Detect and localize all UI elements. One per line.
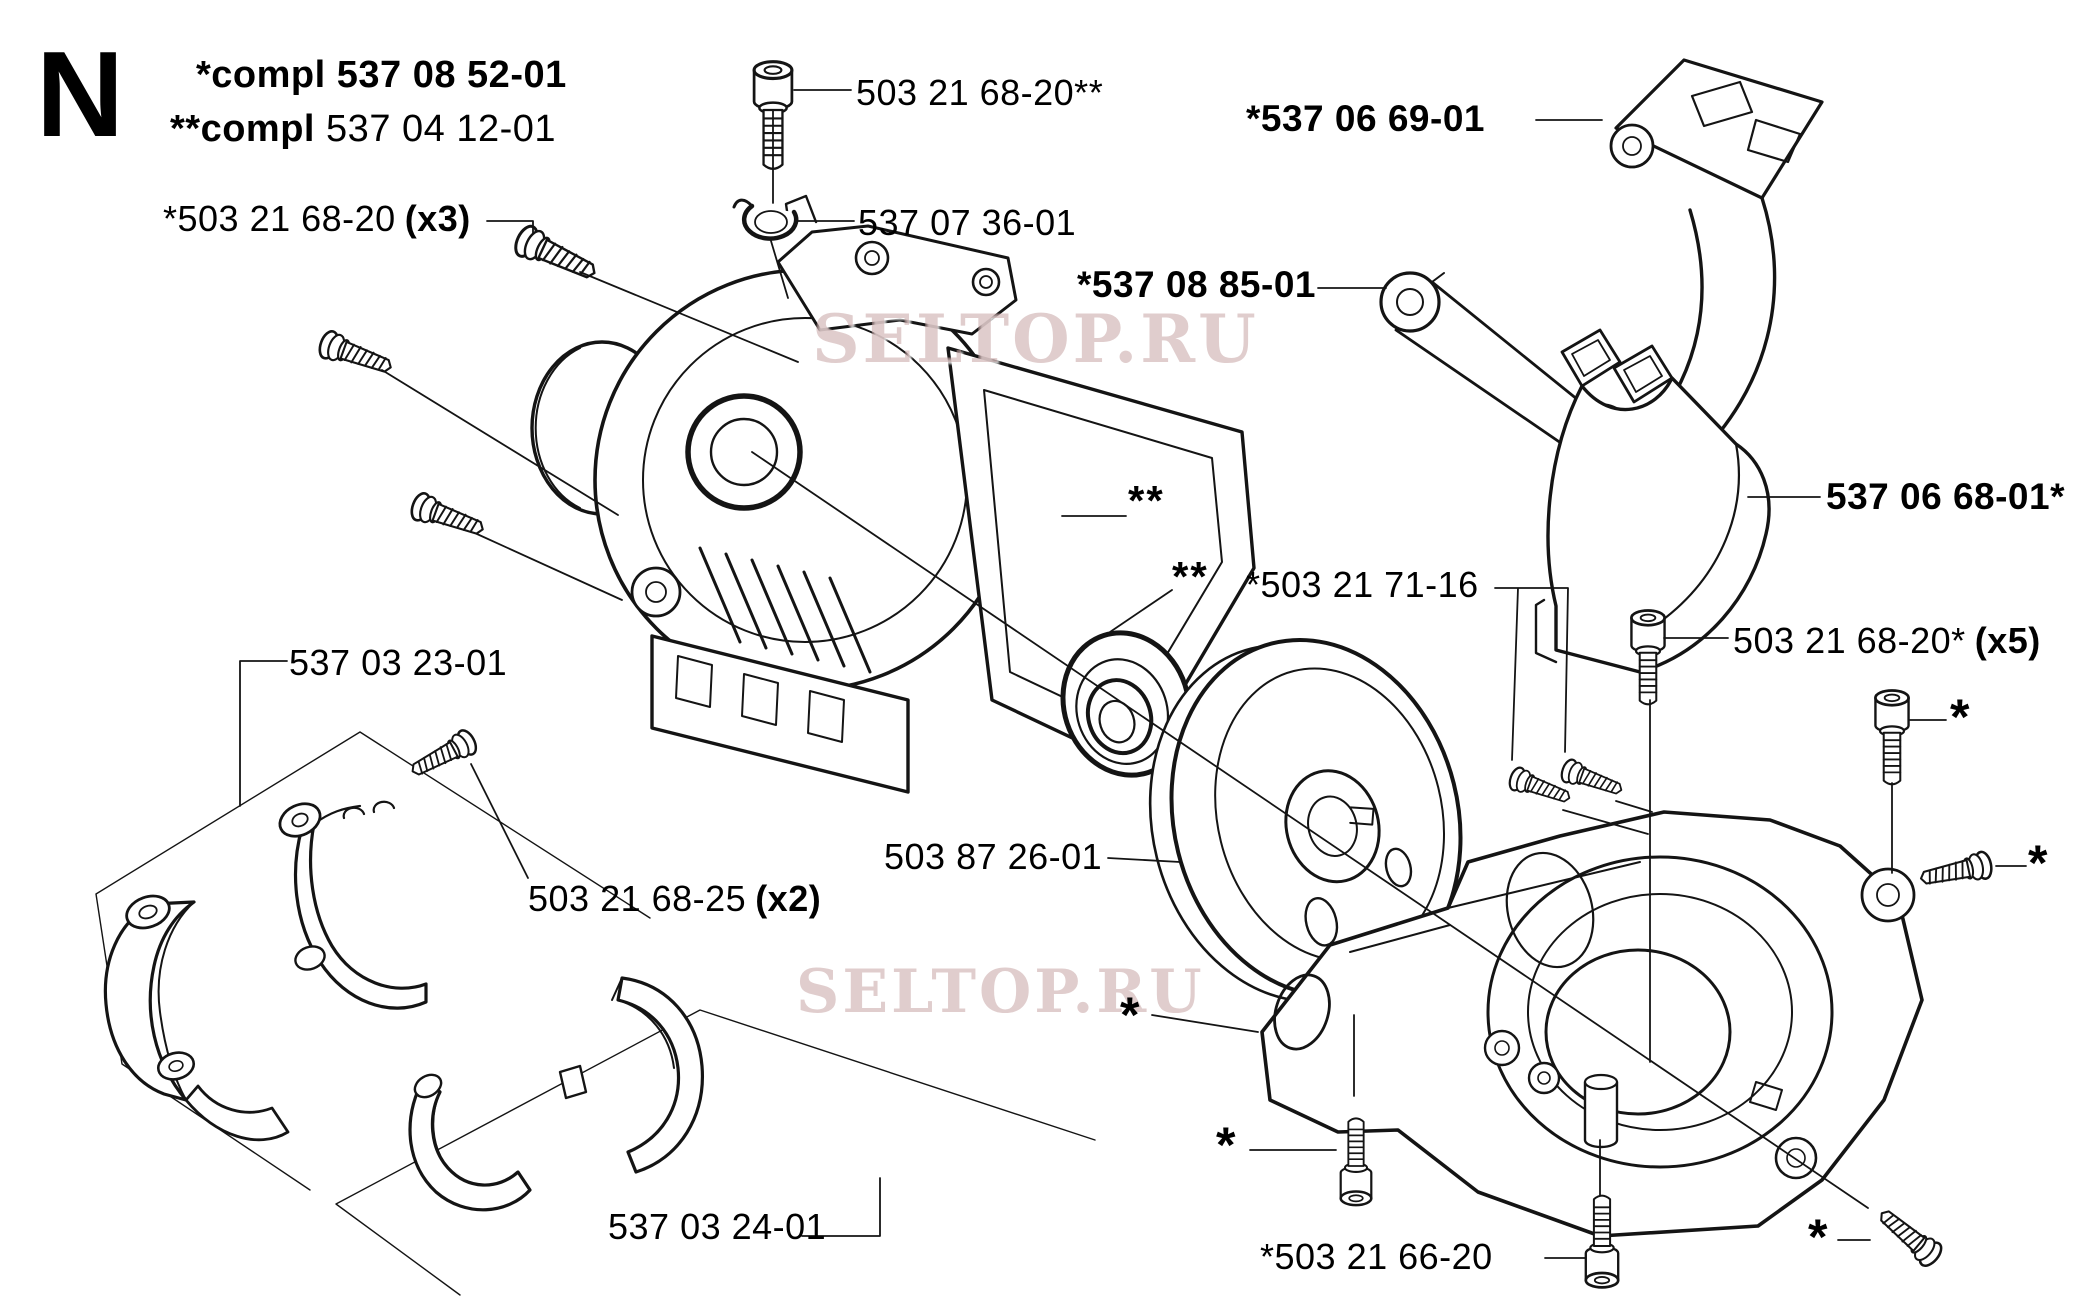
screw-star-horizontal-drawing: [1916, 849, 1995, 894]
leader-lines: [239, 89, 2027, 1259]
label-clutch-drum: 503 87 26-01: [884, 836, 1103, 877]
handle-bracket-drawing: [1609, 58, 1824, 469]
label-top-screw: 503 21 68-20**: [856, 72, 1104, 113]
label-clamp-upper-kit: 537 03 23-01: [289, 642, 508, 683]
page-index-letter: N: [36, 26, 125, 162]
ref-asterisk-screw-diagonal: *: [1808, 1209, 1828, 1265]
compl-2-prefix: **compl: [170, 108, 315, 150]
ref-crankcase-half: **: [1128, 477, 1165, 524]
screw-kit-x3-qty: (x3): [404, 198, 471, 239]
label-screw-kit-x5: 503 21 68-20*(x5): [1733, 622, 2041, 660]
label-screw-kit-x2: 503 21 68-25(x2): [528, 880, 821, 918]
watermark: SELTOP.RU: [796, 957, 1205, 1027]
crankcase-drawing: [1260, 810, 1924, 1238]
ref-asterisk-screw-vertical: *: [1950, 689, 1970, 745]
label-screw-kit-x3: *503 21 68-20(x3): [163, 200, 471, 238]
label-screw-pair-7116: *503 21 71-16: [1246, 564, 1479, 605]
cover-drawing: [1534, 328, 1771, 674]
kit-frame-lower: [335, 1009, 1096, 1296]
compl-2-number: 537 04 12-01: [326, 108, 557, 150]
label-handle-bracket: *537 06 69-01: [1246, 98, 1485, 139]
clutch-drum-drawing: [1148, 638, 1463, 1003]
screw-kit-x5-qty: (x5): [1974, 620, 2041, 661]
fan-housing-drawing: [530, 194, 1256, 794]
ref-asterisk-screw-bottom-left: *: [1216, 1117, 1236, 1173]
label-clamp-lower-kit: 537 03 24-01: [608, 1206, 827, 1247]
lower-clamp-left-drawing: [408, 1073, 532, 1212]
watermark: SELTOP.RU: [812, 300, 1259, 378]
screw-kit-x2-number: 503 21 68-25: [528, 878, 747, 919]
upper-clamp-right-drawing: [278, 800, 428, 1010]
screw-kit-x3-number: *503 21 68-20: [163, 198, 396, 239]
screw-x3-b-drawing: [315, 327, 397, 382]
screw-x3-c-drawing: [407, 489, 489, 544]
label-cover: 537 06 68-01*: [1826, 476, 2065, 517]
label-circlip: 537 07 36-01: [858, 202, 1077, 243]
upper-clamp-left-drawing: [103, 894, 290, 1142]
screw-kit-x5-number: 503 21 68-20*: [1733, 620, 1966, 661]
kit-frame-upper: [95, 731, 651, 1191]
assembly-axis-line: [751, 451, 1869, 1209]
bearing-drawing: [1060, 630, 1192, 778]
screw-x3-a-drawing: [509, 221, 603, 290]
label-bottom-screw: *503 21 66-20: [1260, 1236, 1493, 1277]
label-compl-1: *compl 537 08 52-01: [196, 54, 567, 96]
label-plate-bracket: *537 08 85-01: [1077, 264, 1316, 305]
lower-clamp-right-drawing: [558, 976, 704, 1174]
compl-1-prefix: *compl: [196, 54, 326, 96]
screw-star-diagonal-drawing: [1871, 1201, 1947, 1271]
ref-asterisk-crankcase: *: [1120, 987, 1140, 1043]
circlip-drawing: [732, 198, 799, 241]
compl-1-number: 537 08 52-01: [336, 54, 567, 96]
ref-asterisk-screw-horizontal: *: [2028, 835, 2048, 891]
screw-kit-x2-qty: (x2): [755, 878, 822, 919]
ref-bearing: **: [1172, 553, 1209, 600]
screw-star-vertical-drawing: [1874, 689, 1910, 786]
label-compl-2: **compl 537 04 12-01: [170, 108, 557, 150]
screw-x2-drawing: [405, 726, 481, 785]
